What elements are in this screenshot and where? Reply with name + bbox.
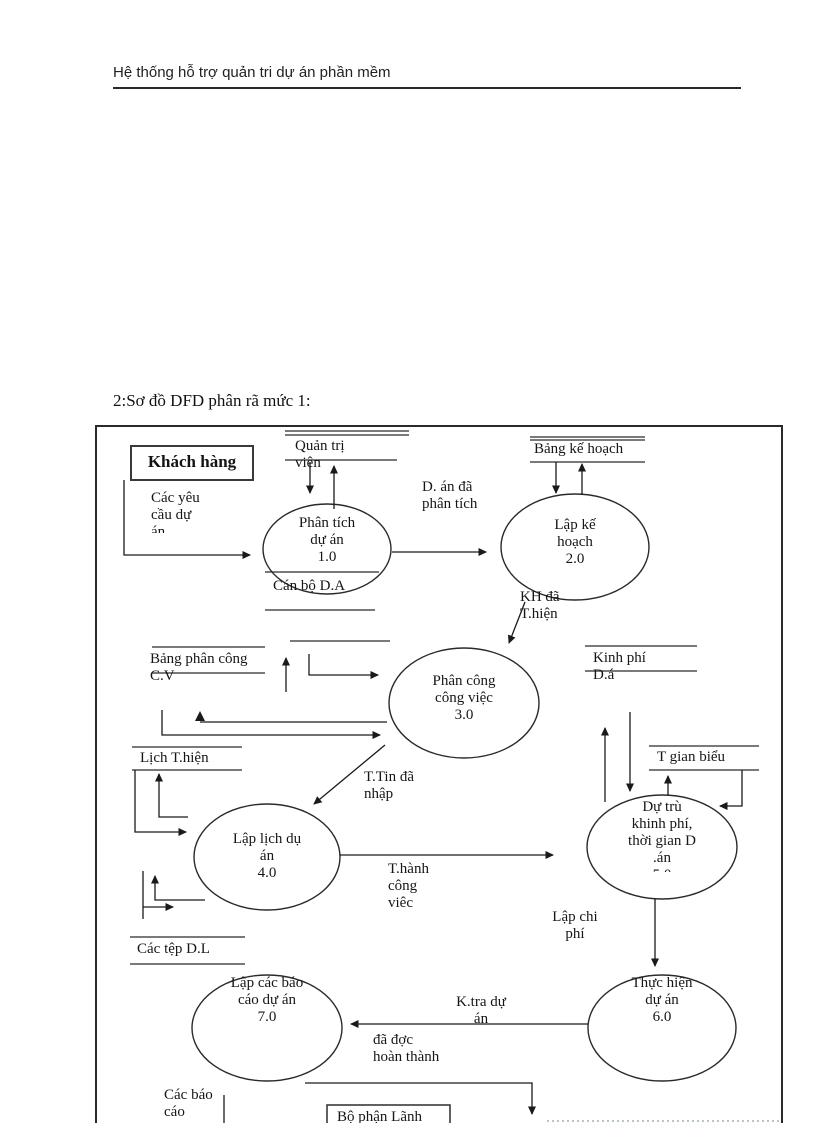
store-cac-tep-dl: Các tệp D.L — [137, 941, 210, 957]
store-quan-tri-vien: Quản trị viên — [295, 438, 345, 471]
section-title: 2:Sơ đồ DFD phân rã mức 1: — [113, 391, 311, 410]
process-6-ellipse — [587, 974, 737, 1082]
store-lich-thien: Lịch T.hiện — [140, 750, 209, 766]
store-kinh-phi: Kinh phí D.á — [593, 650, 646, 681]
flow-da-doc-hoan-thanh: đã đợc hoàn thành — [373, 1032, 440, 1065]
flow-thanh-cong-viec: T.hành công việc — [388, 861, 429, 908]
store-bang-phan-cong: Bảng phân công C.V — [150, 651, 248, 682]
process-ellipses — [191, 493, 738, 1082]
flow-lap-chi-phi: Lập chi phí — [552, 909, 598, 942]
process-3-label: Phân công công việc 3.0 — [432, 673, 496, 723]
process-2-label: Lập kế hoạch 2.0 — [554, 517, 596, 567]
store-can-bo-da: Cán bộ D.A — [273, 578, 346, 594]
flow-d-an-da-phan-tich: D. án đã phân tích — [422, 479, 478, 512]
entity-bo-phan-lanh-label: Bộ phận Lãnh — [337, 1109, 422, 1123]
process-5-label: Dự trù khinh phí, thời gian D .án 5.0 — [628, 799, 696, 872]
process-4-label: Lập lịch dụ án 4.0 — [232, 831, 302, 881]
flow-ktra-du-an: K.tra dự án — [456, 994, 506, 1027]
flow-arrows — [123, 462, 743, 1123]
process-1-label: Phân tích dự án 1.0 — [298, 515, 356, 565]
data-store-lines — [130, 430, 759, 965]
dfd-geometry — [123, 430, 781, 1123]
process-4-ellipse — [193, 803, 341, 911]
store-bang-ke-hoach: Bảng kế hoạch — [534, 441, 624, 457]
process-5-ellipse — [586, 794, 738, 900]
process-7-label: Lập các báo cáo dự án 7.0 — [230, 975, 304, 1025]
process-7-ellipse — [191, 974, 343, 1082]
flow-cac-yeu-cau: Các yêu cầu dự án — [151, 490, 200, 533]
entity-khach-hang: Khách hàng — [130, 445, 254, 481]
flow-ttin-da-nhap: T.Tin đã nhập — [364, 769, 415, 802]
dfd-diagram: Khách hàng Bộ phận Lãnh Quản trị viên Bả… — [95, 425, 783, 1123]
document-header: Hệ thống hỗ trợ quản tri dự án phần mềm — [113, 64, 741, 89]
flow-kh-da-thien: KH đã T.hiện — [520, 589, 560, 622]
entity-bo-phan-lanh-box — [326, 1104, 451, 1123]
process-6-label: Thực hiện dự án 6.0 — [631, 975, 693, 1025]
store-t-gian-bieu: T gian biểu — [657, 749, 726, 765]
process-2-ellipse — [500, 493, 650, 601]
document-header-text: Hệ thống hỗ trợ quản tri dự án phần mềm — [113, 64, 391, 81]
process-3-ellipse — [388, 647, 540, 759]
flow-cac-bao-cao: Các báo cáo — [164, 1087, 213, 1120]
